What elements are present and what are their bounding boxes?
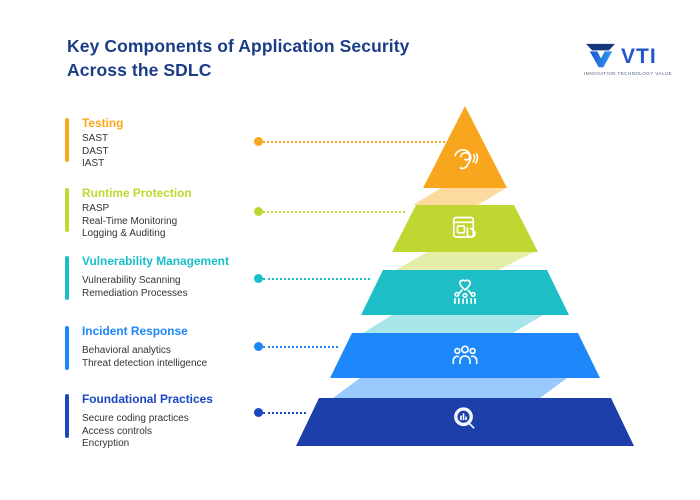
title-line-1: Key Components of Application Security <box>67 36 410 56</box>
level-item: Vulnerability Scanning <box>82 275 181 286</box>
logo-wordmark: VTI <box>621 45 657 68</box>
level-item: Remediation Processes <box>82 287 188 299</box>
vti-logo: VTI INNOVATION TECHNOLOGY VALUE <box>584 42 676 76</box>
leader-line <box>263 412 306 414</box>
leader-line <box>263 278 370 280</box>
leader-line <box>263 141 445 143</box>
level-section-incident-response: Incident Response Behavioral analytics T… <box>65 324 265 370</box>
level-accent-bar <box>65 118 69 162</box>
level-label: Testing <box>82 116 124 130</box>
leader-dot <box>254 408 263 417</box>
level-label: Runtime Protection <box>82 186 192 200</box>
pyramid-segment-foundational-practices <box>296 398 634 446</box>
leader-line <box>263 346 338 348</box>
level-accent-bar <box>65 394 69 438</box>
level-item: Real-Time Monitoring <box>82 215 178 227</box>
leader-line <box>263 211 405 213</box>
level-label: Foundational Practices <box>82 392 213 406</box>
logo-tagline: INNOVATION TECHNOLOGY VALUE <box>584 71 672 76</box>
title-line-2: Across the SDLC <box>67 60 212 80</box>
leader-dot <box>254 207 263 216</box>
level-item: Threat detection intelligence <box>82 357 208 369</box>
level-accent-bar <box>65 326 69 370</box>
level-accent-bar <box>65 256 69 300</box>
ear-listening-icon <box>447 140 483 176</box>
level-item: RASP <box>82 203 110 214</box>
sdlc-pyramid <box>295 106 635 446</box>
level-item: IAST <box>82 158 105 170</box>
heart-care-people-icon <box>447 274 483 310</box>
level-label: Incident Response <box>82 324 188 338</box>
leader-dot <box>254 342 263 351</box>
team-people-icon <box>447 337 483 373</box>
vti-logo-mark-icon <box>586 43 615 68</box>
leader-dot <box>254 137 263 146</box>
pyramid-fold-2 <box>396 252 534 270</box>
level-accent-bar <box>65 188 69 232</box>
level-section-vulnerability-management: Vulnerability Management Vulnerability S… <box>65 254 265 300</box>
leader-dot <box>254 274 263 283</box>
level-item: Logging & Auditing <box>82 228 166 240</box>
pyramid-segment-vulnerability-management <box>361 270 569 315</box>
pyramid-fold-3 <box>363 315 543 333</box>
level-item: Encryption <box>82 438 130 450</box>
level-item: Access controls <box>82 425 153 437</box>
level-section-runtime-protection: Runtime Protection RASP Real-Time Monito… <box>65 186 265 241</box>
level-label: Vulnerability Management <box>82 254 229 268</box>
level-item: SAST <box>82 133 109 144</box>
level-section-testing: Testing SAST DAST IAST <box>65 116 265 171</box>
app-window-click-icon <box>447 210 483 246</box>
level-item: Behavioral analytics <box>82 345 171 356</box>
level-item: DAST <box>82 145 109 157</box>
page-title: Key Components of Application Security A… <box>67 34 497 82</box>
level-item: Secure coding practices <box>82 413 189 424</box>
pyramid-fold-1 <box>413 188 506 205</box>
level-section-foundational-practices: Foundational Practices Secure coding pra… <box>65 392 265 451</box>
pyramid-fold-4 <box>333 378 567 398</box>
magnifier-analytics-icon <box>447 401 483 437</box>
